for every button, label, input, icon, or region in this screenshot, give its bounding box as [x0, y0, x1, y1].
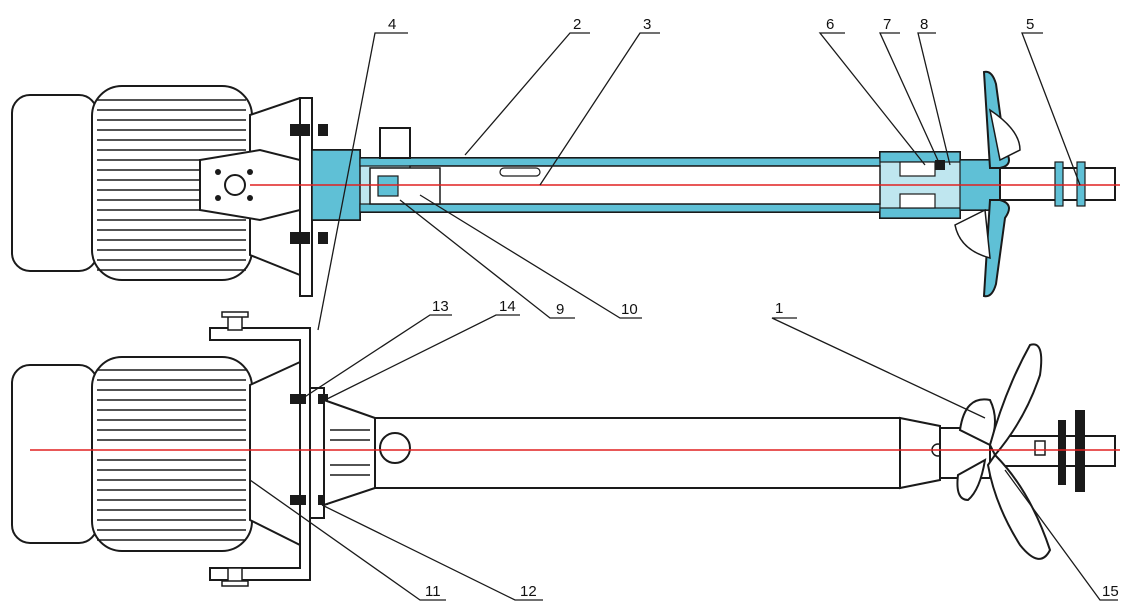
callout-15: 15	[1102, 583, 1119, 600]
sectional-view	[11, 70, 1120, 298]
callout-2: 2	[573, 16, 581, 33]
callout-4: 4	[388, 16, 396, 33]
propeller-exterior	[956, 343, 1052, 560]
callout-14: 14	[499, 298, 516, 315]
propeller-section	[954, 70, 1021, 298]
callout-5: 5	[1026, 16, 1034, 33]
motor-top	[11, 85, 328, 297]
outer-tube-exterior	[323, 398, 1116, 507]
callout-8: 8	[920, 16, 928, 33]
callout-1: 1	[775, 300, 783, 317]
callout-10: 10	[621, 301, 638, 318]
callout-11: 11	[425, 583, 441, 600]
exterior-view	[11, 311, 1120, 587]
callouts: 1 2 3 4 5 6 7 8 9 10 11 12 13 14 15	[388, 16, 1119, 600]
motor-bottom	[11, 311, 328, 587]
callout-3: 3	[643, 16, 651, 33]
callout-6: 6	[826, 16, 834, 33]
callout-12: 12	[520, 583, 537, 600]
leader-lines	[249, 32, 1118, 601]
callout-9: 9	[556, 301, 564, 318]
callout-7: 7	[883, 16, 891, 33]
callout-13: 13	[432, 298, 449, 315]
